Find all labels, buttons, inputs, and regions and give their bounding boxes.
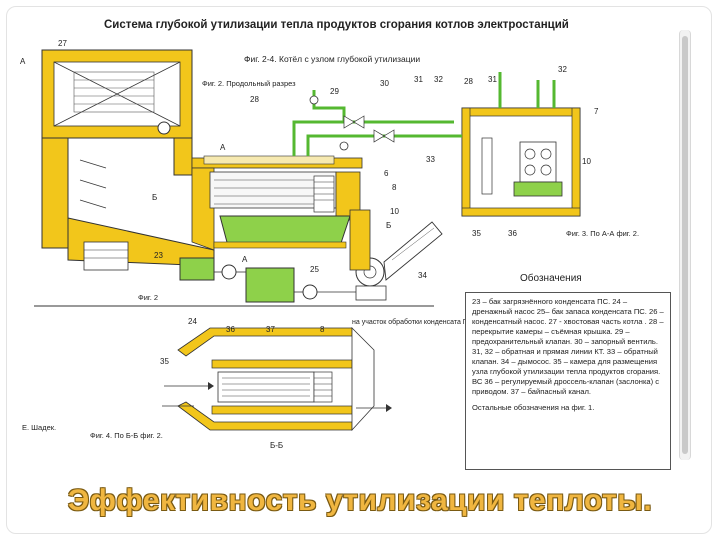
b-label-36: 36 [226,325,235,334]
fig2-small-label: Фиг. 2 [138,293,158,302]
legend-text: 23 – бак загрязнённого конденсата ПС. 24… [472,297,664,396]
label-27: 27 [58,39,67,48]
section-a-mid: А [220,143,226,152]
fig4-view [162,327,392,432]
b-label-8: 8 [320,325,325,334]
label-28: 28 [250,95,259,104]
legend-box: 23 – бак загрязнённого конденсата ПС. 24… [465,292,671,470]
slide-frame [6,6,712,534]
condensate-tray [213,215,351,249]
smoke-exhauster-34 [349,209,443,301]
section-b-left: Б [152,193,157,202]
label-25: 25 [310,265,319,274]
section-b-right: Б [386,221,391,230]
legend-heading: Обозначения [520,273,582,284]
pumps [214,264,364,300]
label-34: 34 [418,271,427,280]
valves [309,95,395,151]
annotation-condensate: на участок обработки конденсата ПС [352,318,473,326]
scrollbar-thumb[interactable] [682,36,688,454]
tank-25 [245,267,295,303]
section-bb: Б-Б [270,441,283,450]
label-32: 32 [434,75,443,84]
r-label-28: 28 [464,77,473,86]
label-29: 29 [330,87,339,96]
b-label-24: 24 [188,317,197,326]
b-label-35: 35 [160,357,169,366]
r-label-32: 32 [558,65,567,74]
fig3-label: Фиг. 3. По А-А фиг. 2. [566,229,639,238]
label-8: 8 [392,183,397,192]
legend-note: Остальные обозначения на фиг. 1. [472,403,595,412]
fig3-view [454,72,581,217]
boiler-tail-27 [41,49,215,271]
label-33: 33 [426,155,435,164]
drawing-title: Система глубокой утилизации тепла продук… [104,19,569,31]
drawing-svg: Система глубокой утилизации тепла продук… [20,19,639,450]
r-label-7: 7 [594,107,599,116]
fig4-label: Фиг. 4. По Б-Б фиг. 2. [90,431,163,440]
author: Е. Шадек. [22,423,56,432]
slide-caption: Эффективность утилизации теплоты. [67,484,653,517]
label-10: 10 [390,207,399,216]
r-label-10: 10 [582,157,591,166]
b-label-37: 37 [266,325,275,334]
section-a-top: А [20,57,26,66]
r-label-36: 36 [508,229,517,238]
drawing-subtitle: Фиг. 2-4. Котёл с узлом глубокой утилиза… [244,54,420,64]
label-31: 31 [414,75,423,84]
fig2-label: Фиг. 2. Продольный разрез [202,79,296,88]
tank-23 [179,257,215,281]
flue-duct [191,155,363,251]
r-label-31: 31 [488,75,497,84]
label-30: 30 [380,79,389,88]
label-6: 6 [384,169,389,178]
section-a-low: А [242,255,248,264]
scrollbar[interactable] [679,30,691,460]
r-label-35: 35 [472,229,481,238]
label-23: 23 [154,251,163,260]
